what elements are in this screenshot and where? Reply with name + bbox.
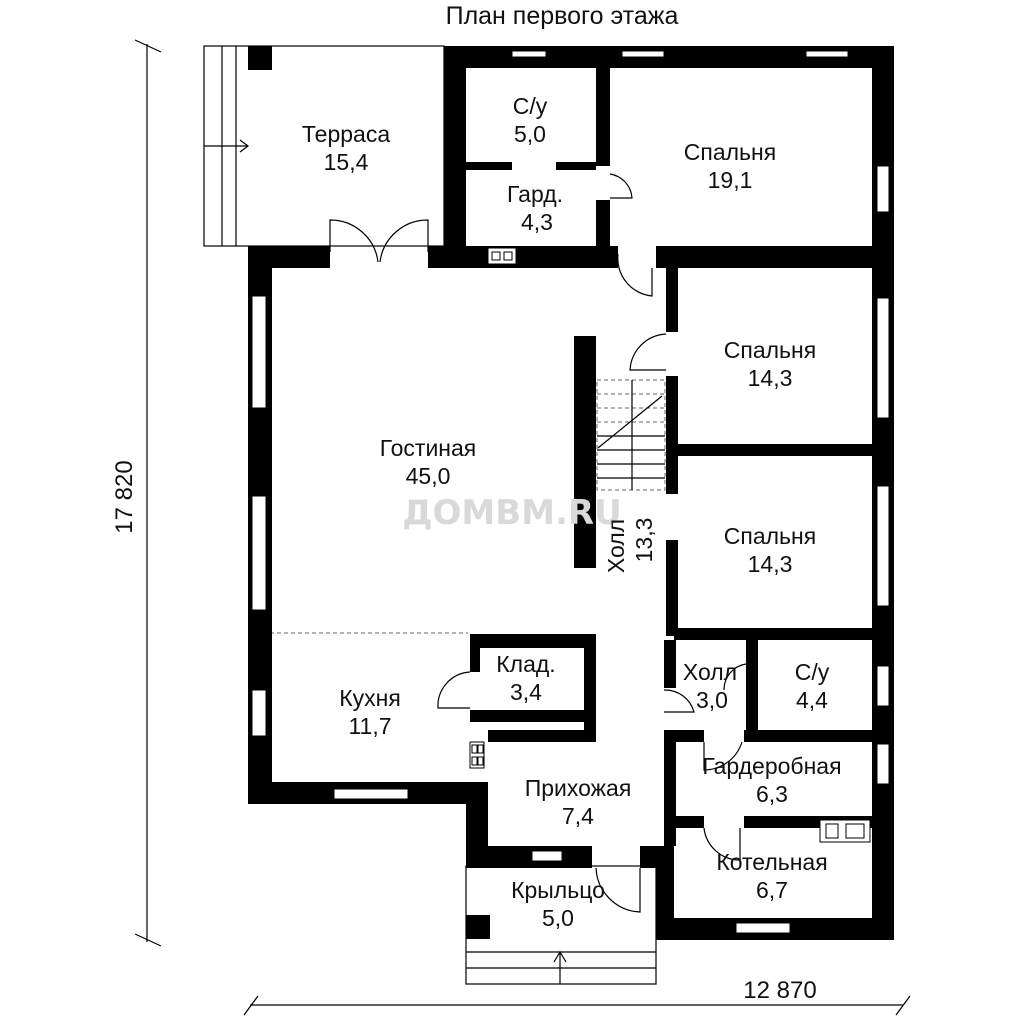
- room-name-bedroom-1: Спальня: [684, 139, 776, 165]
- watermark: ДОМВМ.RU: [402, 493, 621, 533]
- room-name-wc-2: С/у: [795, 659, 830, 685]
- room-area-storage: 3,4: [510, 679, 542, 705]
- room-name-boiler-room: Котельная: [716, 849, 827, 875]
- room-area-bedroom-1: 19,1: [708, 167, 753, 193]
- room-area-wc-1: 5,0: [514, 121, 546, 147]
- room-name-storage: Клад.: [496, 651, 555, 677]
- room-name-living: Гостиная: [380, 435, 477, 461]
- room-area-kitchen: 11,7: [348, 713, 391, 739]
- room-labels: Терраса 15,4 С/у 5,0 Гард. 4,3 Спальня 1…: [302, 93, 842, 931]
- room-name-bedroom-3: Спальня: [724, 523, 816, 549]
- room-area-hall-small: 3,0: [696, 687, 728, 713]
- room-name-hall-main: Холл: [603, 519, 629, 573]
- room-name-entrance: Прихожая: [525, 775, 632, 801]
- room-area-hall-main: 13,3: [631, 518, 657, 563]
- plan-title: План первого этажа: [446, 2, 679, 30]
- room-name-porch: Крыльцо: [511, 877, 605, 903]
- dimension-lines: [134, 39, 911, 1016]
- fixtures: [469, 247, 871, 843]
- room-name-terrace: Терраса: [302, 121, 390, 147]
- windows: [251, 50, 890, 934]
- room-area-boiler-room: 6,7: [756, 877, 788, 903]
- room-area-living: 45,0: [406, 463, 451, 489]
- room-area-terrace: 15,4: [324, 149, 369, 175]
- room-name-wc-1: С/у: [513, 93, 548, 119]
- room-name-kitchen: Кухня: [339, 685, 401, 711]
- room-area-bedroom-3: 14,3: [748, 551, 793, 577]
- room-area-entrance: 7,4: [562, 803, 594, 829]
- doors: [329, 173, 747, 913]
- room-area-wardrobe-small: 4,3: [521, 209, 553, 235]
- room-area-bedroom-2: 14,3: [748, 365, 793, 391]
- room-area-wc-2: 4,4: [796, 687, 828, 713]
- room-area-porch: 5,0: [542, 905, 574, 931]
- room-name-hall-small: Холл: [683, 659, 737, 685]
- room-name-wardrobe-small: Гард.: [507, 181, 563, 207]
- room-area-wardrobe-room: 6,3: [756, 781, 788, 807]
- width-dimension: 12 870: [743, 977, 816, 1004]
- room-name-bedroom-2: Спальня: [724, 337, 816, 363]
- height-dimension: 17 820: [111, 460, 138, 533]
- staircase: [596, 379, 666, 491]
- room-name-wardrobe-room: Гардеробная: [702, 753, 841, 779]
